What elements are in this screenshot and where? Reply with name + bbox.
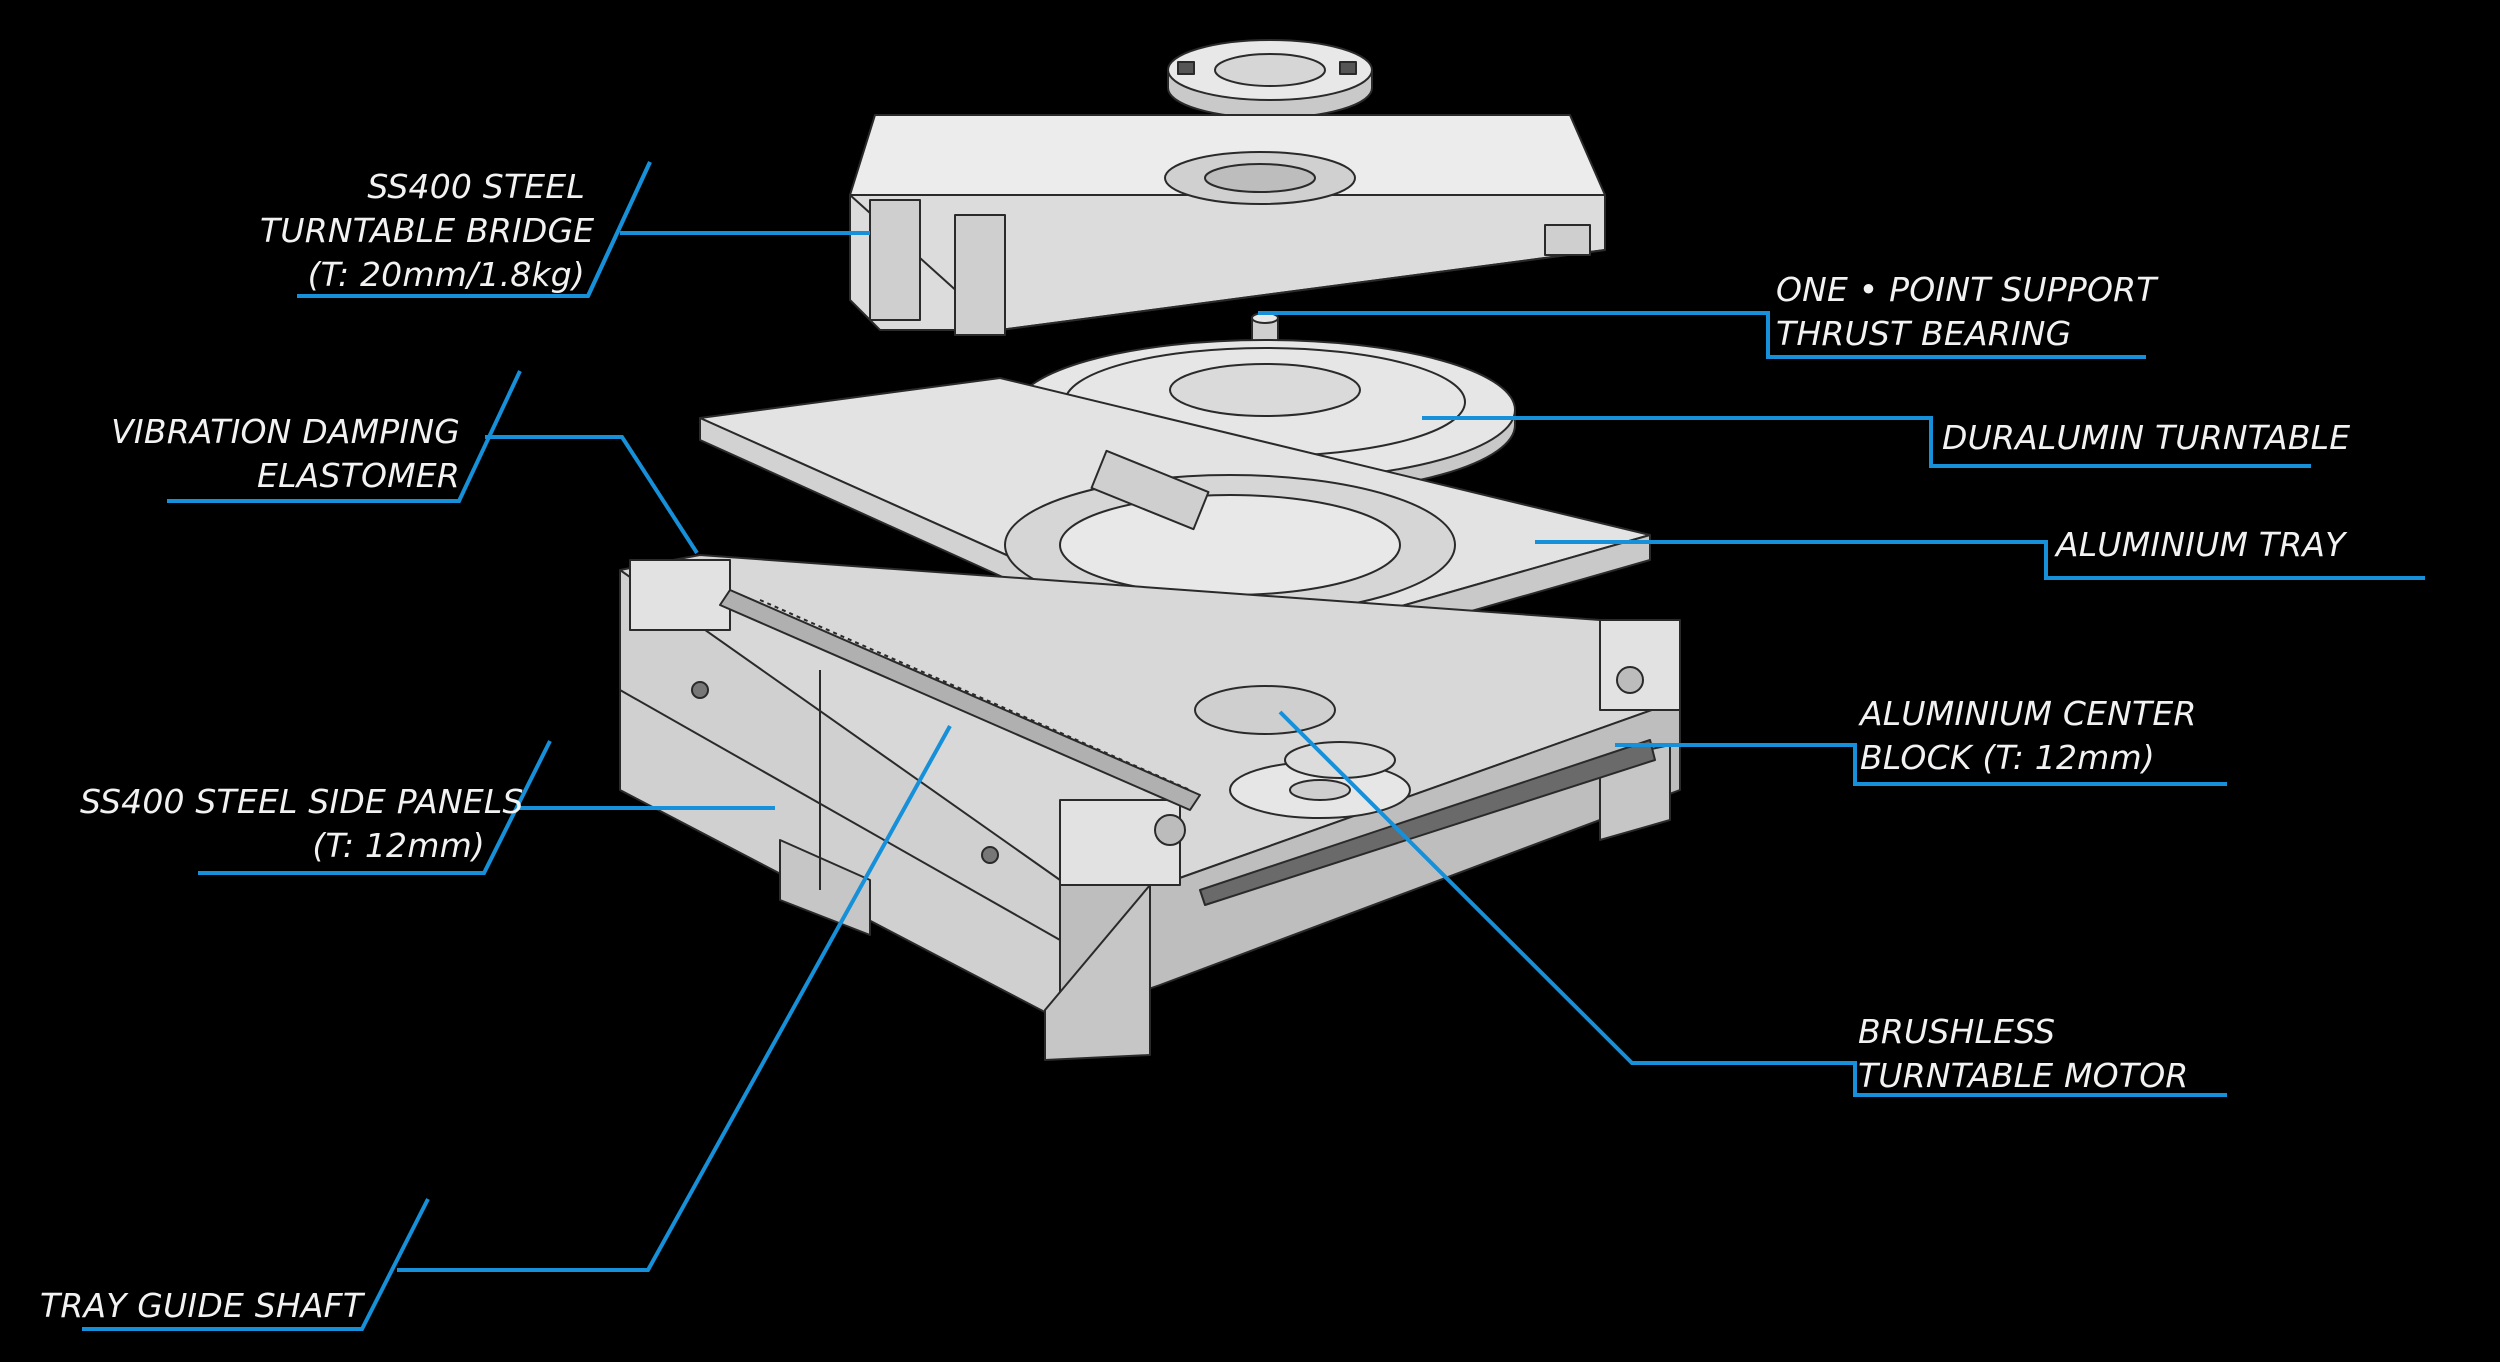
callout-thrust-bearing-line-2: THRUST BEARING xyxy=(1776,314,2072,353)
top-puck xyxy=(1167,39,1373,119)
callout-motor-line-2: TURNTABLE MOTOR xyxy=(1858,1056,2189,1095)
callout-center-block-line-1: ALUMINIUM CENTER xyxy=(1860,694,2197,733)
callout-elastomer-line-2: ELASTOMER xyxy=(257,456,460,495)
leader-line-turntable xyxy=(1422,416,2311,468)
callout-bridge-line-1: SS400 STEEL xyxy=(367,167,585,206)
callout-tray-line-1: ALUMINIUM TRAY xyxy=(2056,525,2346,564)
leader-line-guide-shaft-link xyxy=(397,725,952,1272)
callout-side-panels-line-1: SS400 STEEL SIDE PANELS xyxy=(80,782,524,821)
leader-line-motor xyxy=(1278,710,2227,1097)
callout-side-panels-line-2: (T: 12mm) xyxy=(312,826,485,865)
callout-turntable: DURALUMIN TURNTABLE xyxy=(1942,416,2350,460)
turntable-bridge xyxy=(849,114,1606,336)
leader-line-side-panels xyxy=(198,740,552,875)
callout-bridge-line-3: (T: 20mm/1.8kg) xyxy=(307,255,585,294)
leader-line-elastomer-link xyxy=(485,435,699,555)
leader-line-guide-shaft xyxy=(82,1198,430,1331)
base-chassis xyxy=(619,554,1681,1061)
callout-guide-shaft: TRAY GUIDE SHAFT xyxy=(40,1284,364,1328)
callout-center-block-line-2: BLOCK (T: 12mm) xyxy=(1860,738,2155,777)
leader-lines xyxy=(82,161,2425,1331)
callout-bridge: SS400 STEEL TURNTABLE BRIDGE (T: 20mm/1.… xyxy=(260,165,595,297)
callout-elastomer-line-1: VIBRATION DAMPING xyxy=(111,412,460,451)
leader-line-center-block xyxy=(1615,743,2227,786)
callout-motor-line-1: BRUSHLESS xyxy=(1858,1012,2056,1051)
callout-center-block: ALUMINIUM CENTER BLOCK (T: 12mm) xyxy=(1860,692,2197,780)
callout-side-panels: SS400 STEEL SIDE PANELS (T: 12mm) xyxy=(80,780,524,868)
callout-thrust-bearing-line-1: ONE • POINT SUPPORT xyxy=(1776,270,2157,309)
callout-thrust-bearing: ONE • POINT SUPPORT THRUST BEARING xyxy=(1776,268,2157,356)
mechanism-illustration xyxy=(619,39,1681,1061)
leader-line-thrust-bearing xyxy=(1258,311,2146,359)
leader-line-elastomer xyxy=(167,370,522,503)
callout-guide-shaft-line-1: TRAY GUIDE SHAFT xyxy=(40,1286,364,1325)
leader-line-tray xyxy=(1535,540,2425,580)
callout-turntable-line-1: DURALUMIN TURNTABLE xyxy=(1942,418,2351,457)
callout-elastomer: VIBRATION DAMPING ELASTOMER xyxy=(100,410,460,498)
leader-line-bridge-tick xyxy=(586,161,652,297)
callout-motor: BRUSHLESS TURNTABLE MOTOR xyxy=(1858,1010,2189,1098)
callout-bridge-line-2: TURNTABLE BRIDGE xyxy=(260,211,595,250)
callout-tray: ALUMINIUM TRAY xyxy=(2056,523,2345,567)
